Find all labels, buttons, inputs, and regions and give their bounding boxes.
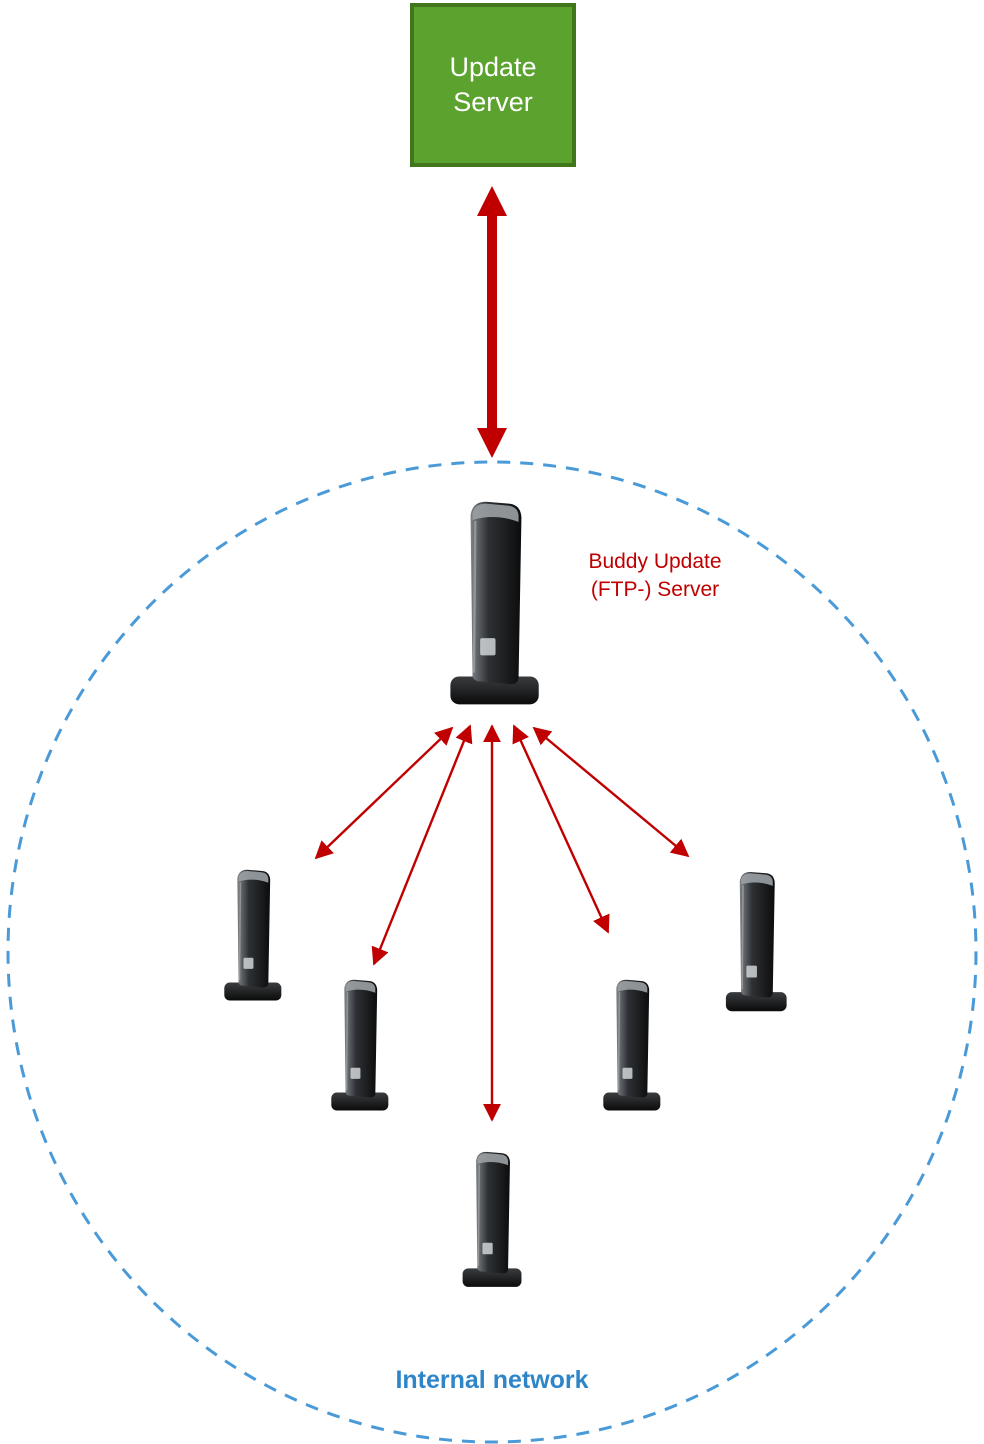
buddy-link-arrow (512, 724, 610, 934)
storage-device-icon (449, 500, 540, 706)
storage-device-icon (461, 1151, 523, 1288)
update-server-label: Update Server (449, 51, 537, 117)
buddy-server-label-line1: Buddy Update (588, 550, 722, 573)
internal-network-boundary (6, 460, 978, 1444)
internal-network-label: Internal network (395, 1366, 589, 1394)
storage-device-icon (725, 871, 788, 1013)
storage-device-icon (330, 978, 390, 1112)
buddy-link-arrow (371, 724, 473, 966)
buddy-link-arrow (532, 726, 690, 858)
buddy-link-arrow (314, 726, 454, 860)
buddy-link-arrows (314, 724, 690, 1122)
update-server-node: Update Server (410, 3, 576, 167)
storage-device-icon (602, 978, 662, 1112)
buddy-server-label: Buddy Update (FTP-) Server (552, 548, 758, 605)
storage-device-icon (223, 868, 283, 1002)
update-link-arrow (477, 186, 507, 458)
buddy-server-label-line2: (FTP-) Server (590, 578, 720, 602)
